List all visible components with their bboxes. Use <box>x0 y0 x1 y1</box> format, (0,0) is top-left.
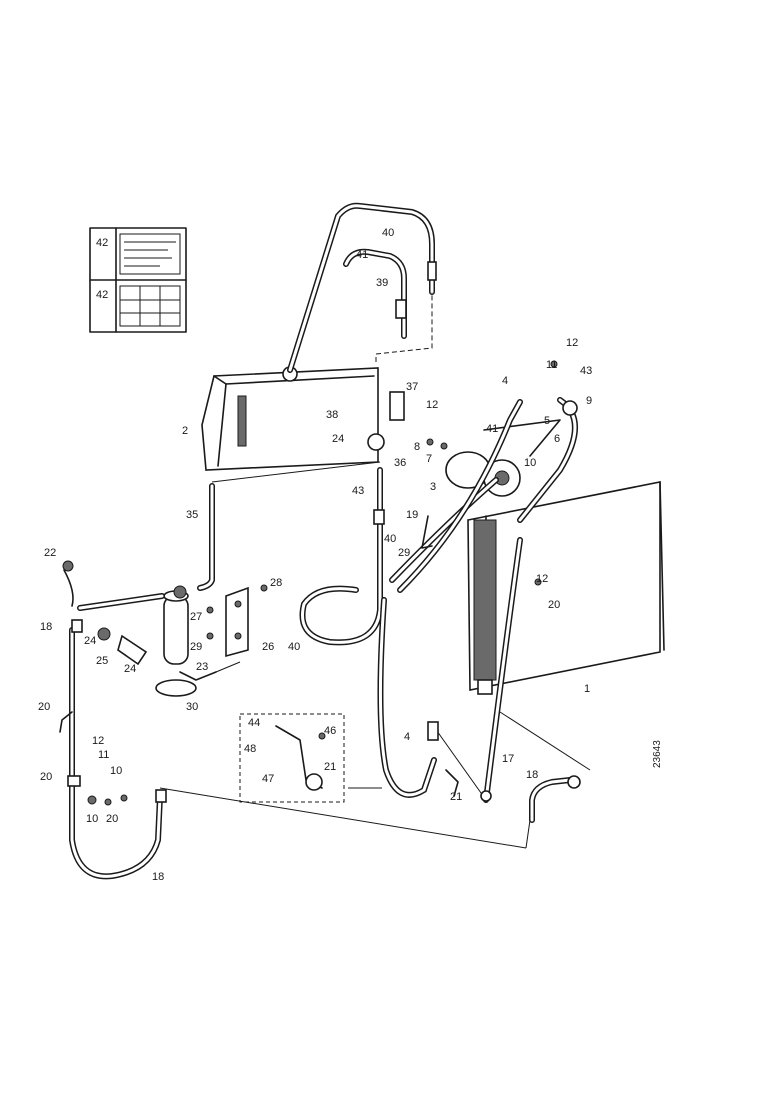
label-4-upper: 4 <box>502 375 508 387</box>
label-10-left-a: 10 <box>110 765 122 777</box>
label-1: 1 <box>584 683 590 695</box>
label-35: 38 <box>326 409 338 421</box>
hose-13 <box>483 537 523 803</box>
hose-to-compressor-upper <box>397 399 523 593</box>
condenser <box>467 481 665 691</box>
label-23: 24 <box>84 635 96 647</box>
label-42-inset: 42 <box>96 289 108 301</box>
label-10-left-b: 10 <box>86 813 98 825</box>
bracket-26 <box>225 586 249 658</box>
label-20-box: 21 <box>324 761 336 773</box>
label-44: 44 <box>248 717 260 729</box>
label-43: 43 <box>352 485 364 497</box>
hose-37 <box>287 202 435 373</box>
hose-compressor-discharge <box>377 597 437 798</box>
label-12-cond: 12 <box>536 573 548 585</box>
decal-inset-box <box>89 227 187 333</box>
label-17: 19 <box>406 509 418 521</box>
hose-43 <box>299 467 383 646</box>
label-48: 48 <box>244 743 256 755</box>
reference-lines <box>159 661 591 849</box>
label-37: 40 <box>382 227 394 239</box>
label-20-left: 20 <box>38 701 50 713</box>
label-41: 42 <box>96 237 108 249</box>
label-18-cond: 20 <box>548 599 560 611</box>
label-33: 37 <box>406 381 418 393</box>
label-46: 46 <box>324 725 336 737</box>
label-30: 30 <box>186 701 198 713</box>
leader-dashed-37 <box>375 292 433 362</box>
label-25: 25 <box>96 655 108 667</box>
hose-compressor-suction <box>389 477 499 583</box>
label-6: 6 <box>554 433 560 445</box>
label-38: 41 <box>356 249 368 261</box>
label-19: 20 <box>40 771 52 783</box>
label-24-upper: 24 <box>332 433 344 445</box>
label-10-right: 10 <box>524 457 536 469</box>
label-39: 40 <box>384 533 396 545</box>
label-22: 23 <box>196 661 208 673</box>
label-3: 3 <box>430 481 436 493</box>
fitting-24-25 <box>97 627 148 666</box>
label-7: 7 <box>426 453 432 465</box>
label-29-left: 29 <box>190 641 202 653</box>
label-9: 9 <box>586 395 592 407</box>
clamp-ring-30 <box>155 679 197 697</box>
label-27: 27 <box>190 611 202 623</box>
label-11-right: 11 <box>546 359 557 371</box>
receiver-drier <box>163 585 189 665</box>
label-12-left: 12 <box>92 735 104 747</box>
label-42-main: 43 <box>580 365 592 377</box>
label-4-lower: 4 <box>404 731 410 743</box>
label-21: 22 <box>44 547 56 559</box>
sensor-21 <box>63 569 74 607</box>
label-31: 35 <box>186 509 198 521</box>
label-39-lower: 40 <box>288 641 300 653</box>
reference-code: 23643 <box>652 740 663 768</box>
label-5: 5 <box>544 415 550 427</box>
small-fittings <box>59 261 578 806</box>
label-24-lower: 24 <box>124 663 136 675</box>
hose-16 <box>69 627 163 880</box>
part-labels: 42 42 40 41 39 2 38 24 37 12 36 43 35 4 … <box>38 227 663 883</box>
label-2: 2 <box>182 425 188 437</box>
label-28: 28 <box>270 577 282 589</box>
label-11-left: 11 <box>98 749 109 761</box>
label-47: 47 <box>262 773 274 785</box>
label-20-mid: 21 <box>450 791 462 803</box>
pipe-31 <box>197 483 215 591</box>
label-13: 17 <box>502 753 514 765</box>
label-12-right: 12 <box>566 337 578 349</box>
label-8: 8 <box>414 441 420 453</box>
label-29-right: 29 <box>398 547 410 559</box>
bracket-group-box <box>239 713 345 803</box>
pipe-14 <box>529 775 581 823</box>
label-18-left: 20 <box>106 813 118 825</box>
label-12-upper: 12 <box>426 399 438 411</box>
hose-38 <box>343 248 407 339</box>
pipe-receiver-left <box>77 593 165 611</box>
label-40: 41 <box>486 423 498 435</box>
label-14: 18 <box>526 769 538 781</box>
label-15: 18 <box>40 621 52 633</box>
label-32: 36 <box>394 457 406 469</box>
label-36: 39 <box>376 277 388 289</box>
label-16: 18 <box>152 871 164 883</box>
label-26: 26 <box>262 641 274 653</box>
evaporator-housing <box>201 366 379 471</box>
